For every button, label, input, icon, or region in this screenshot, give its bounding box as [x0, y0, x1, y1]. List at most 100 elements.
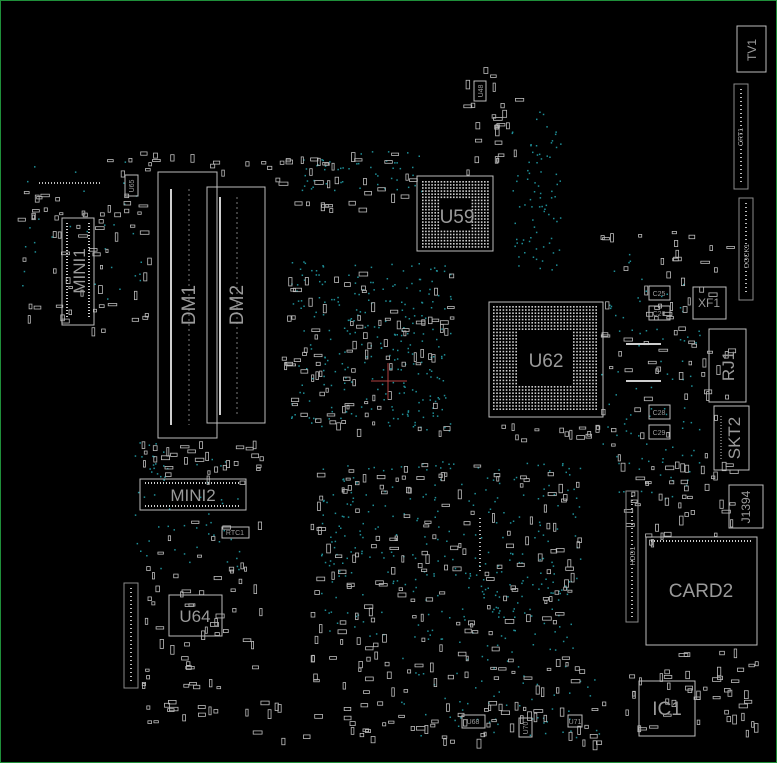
via	[488, 511, 490, 513]
bga-ball	[595, 398, 597, 401]
smd-pad	[256, 464, 262, 468]
via	[404, 583, 407, 586]
bga-ball	[515, 360, 517, 362]
smd-pad	[311, 654, 315, 663]
dm2-memory-socket[interactable]: DM2	[206, 186, 266, 424]
bga-ball	[595, 357, 597, 359]
bga-ball	[589, 360, 591, 362]
dock1-connector[interactable]: DOCK1	[738, 197, 754, 301]
bga-ball	[563, 395, 565, 398]
bga-ball	[437, 190, 440, 192]
c25-capacitor[interactable]: C25	[648, 285, 671, 301]
smd-pad	[658, 493, 663, 501]
crt1-connector[interactable]: CRT1	[733, 83, 749, 190]
hdd1-connector[interactable]: HDD1	[625, 490, 639, 623]
u59-bga-chip[interactable]: U59	[416, 175, 494, 252]
via	[391, 486, 394, 488]
u48-chip[interactable]: U48	[473, 80, 487, 102]
smd-pad	[432, 534, 437, 540]
bga-ball	[563, 325, 565, 327]
j1394-connector[interactable]: J1394	[728, 484, 764, 529]
bga-ball	[573, 402, 575, 404]
bga-ball	[509, 357, 511, 359]
via	[224, 461, 227, 463]
xf1-transformer[interactable]: XF1	[692, 286, 727, 320]
mini2-connector[interactable]: MINI2	[139, 478, 247, 511]
u68-chip[interactable]: U68	[461, 714, 486, 729]
bga-ball	[582, 405, 585, 407]
via	[412, 174, 414, 177]
smd-pad	[314, 334, 319, 340]
via	[504, 637, 507, 640]
via	[579, 680, 582, 683]
c28-capacitor[interactable]: C28	[648, 404, 671, 420]
bga-ball	[528, 392, 530, 394]
smd-pad	[31, 209, 40, 213]
dm1-memory-socket[interactable]: DM1	[157, 171, 218, 439]
via	[412, 322, 414, 325]
ic1-chip[interactable]: IC1	[638, 680, 696, 737]
smd-pad	[160, 455, 170, 461]
smd-pad	[684, 393, 689, 400]
smd-pad	[700, 465, 705, 475]
bga-ball	[428, 187, 430, 189]
tv1-connector[interactable]: TV1	[736, 25, 767, 73]
bga-ball	[595, 392, 597, 394]
bga-ball	[446, 236, 449, 239]
c29-label: C29	[653, 430, 666, 437]
bga-ball	[499, 334, 501, 337]
via	[140, 261, 142, 263]
bga-ball	[509, 382, 511, 385]
bga-ball	[585, 315, 588, 318]
bga-ball	[515, 341, 517, 343]
smd-pad	[467, 620, 475, 626]
via	[425, 493, 427, 496]
bga-ball	[544, 312, 546, 314]
bga-ball	[525, 318, 527, 321]
smd-pad	[578, 426, 587, 430]
bga-ball	[477, 184, 480, 186]
u62-bga-chip[interactable]: U62	[488, 301, 604, 418]
bga-ball	[459, 193, 461, 195]
u65-label: U65	[129, 179, 136, 192]
u65-chip[interactable]: U65	[124, 174, 139, 197]
bga-ball	[431, 230, 433, 233]
smd-pad	[253, 584, 258, 594]
via	[527, 169, 529, 172]
c26-capacitor[interactable]: C26	[648, 305, 671, 321]
smd-pad	[98, 219, 104, 224]
via	[553, 493, 556, 496]
u70-chip[interactable]: U70	[518, 717, 533, 738]
bga-ball	[541, 395, 543, 398]
via	[463, 533, 465, 536]
bga-ball	[431, 233, 433, 236]
smd-pad	[730, 519, 734, 528]
mini1-connector[interactable]: MINI1	[61, 217, 95, 326]
smd-pad	[667, 682, 671, 690]
rtc1-battery[interactable]: RTC1	[221, 526, 250, 539]
u71-chip[interactable]: U71	[567, 714, 583, 728]
bga-ball	[512, 331, 514, 334]
smd-pad	[674, 239, 679, 248]
skt2-socket[interactable]: SKT2	[713, 405, 750, 471]
smd-pad	[521, 438, 528, 443]
via	[366, 356, 368, 358]
card2-slot[interactable]: CARD2	[645, 536, 758, 646]
bga-ball	[544, 392, 546, 394]
via	[449, 467, 452, 470]
bga-ball	[465, 230, 467, 233]
bga-ball	[449, 190, 452, 192]
bga-ball	[579, 386, 581, 388]
c29-capacitor[interactable]: C29	[648, 424, 671, 440]
via	[414, 424, 416, 426]
via	[695, 342, 697, 344]
smd-pad	[714, 414, 718, 421]
smd-pad	[403, 330, 407, 337]
u64-chip[interactable]: U64	[168, 594, 223, 637]
rj1-ethernet-jack[interactable]: RJ1	[708, 328, 747, 403]
bga-ball	[480, 224, 483, 226]
bga-ball	[585, 370, 588, 372]
bga-ball	[509, 363, 511, 366]
